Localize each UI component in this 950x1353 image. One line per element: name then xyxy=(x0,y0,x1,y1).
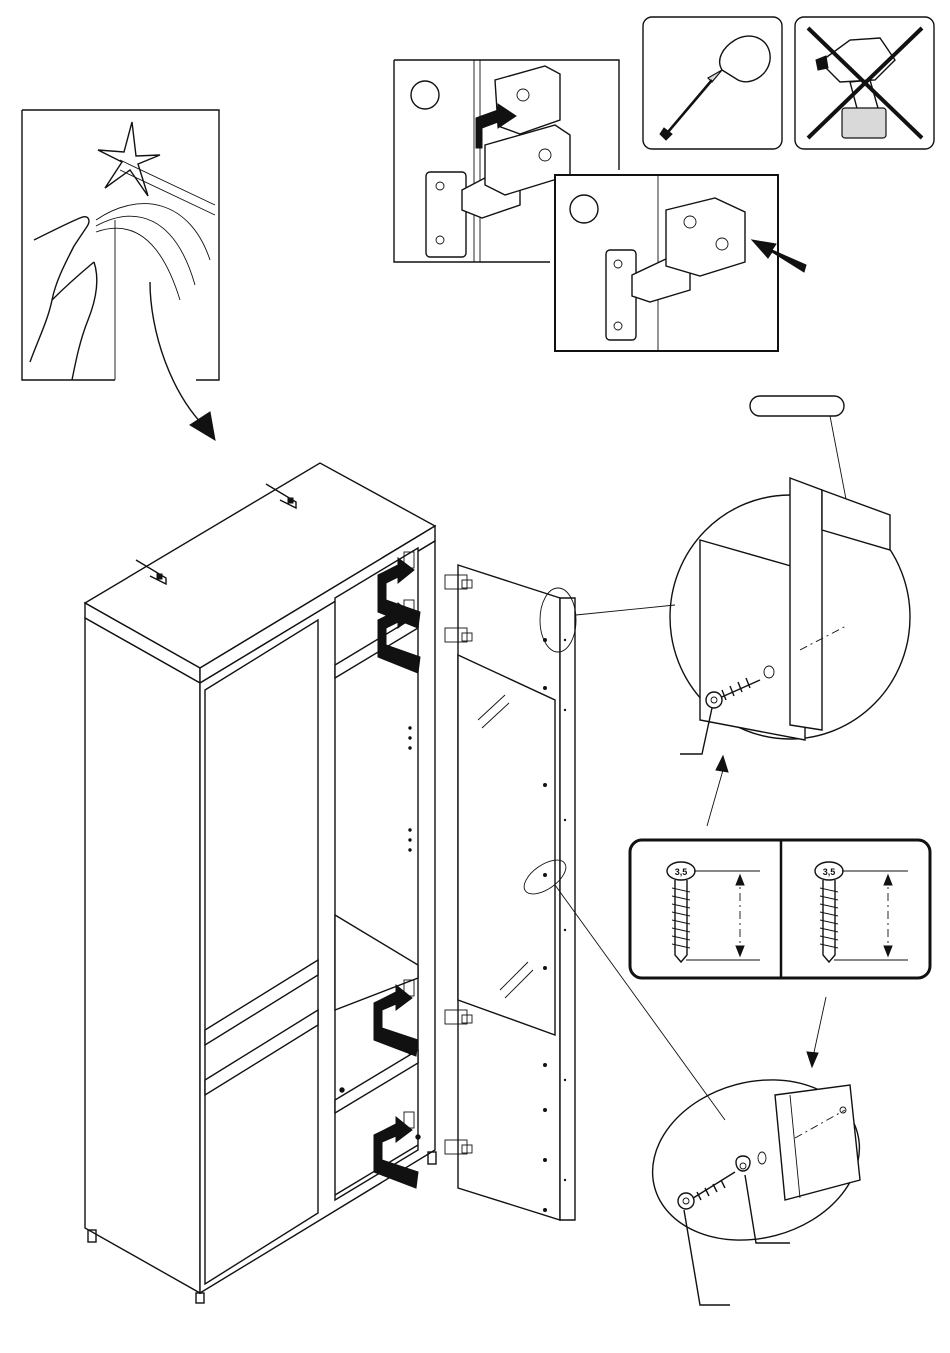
screw-head-marking: 3,5 xyxy=(675,867,688,877)
cordless-drill-crossed-icon xyxy=(795,17,934,149)
finger-snap-hinge-detail xyxy=(22,110,219,440)
step-marker-circle xyxy=(411,81,439,109)
label-pill xyxy=(750,396,844,416)
door-panel xyxy=(445,565,576,1220)
screwdriver-icon xyxy=(643,17,782,149)
top-pin-detail xyxy=(576,396,910,826)
screw-head-marking: 3,5 xyxy=(823,867,836,877)
screw-type-detail: 3,5 3,5 xyxy=(630,840,930,1067)
hinge-clip-detail-step-2 xyxy=(555,175,806,351)
